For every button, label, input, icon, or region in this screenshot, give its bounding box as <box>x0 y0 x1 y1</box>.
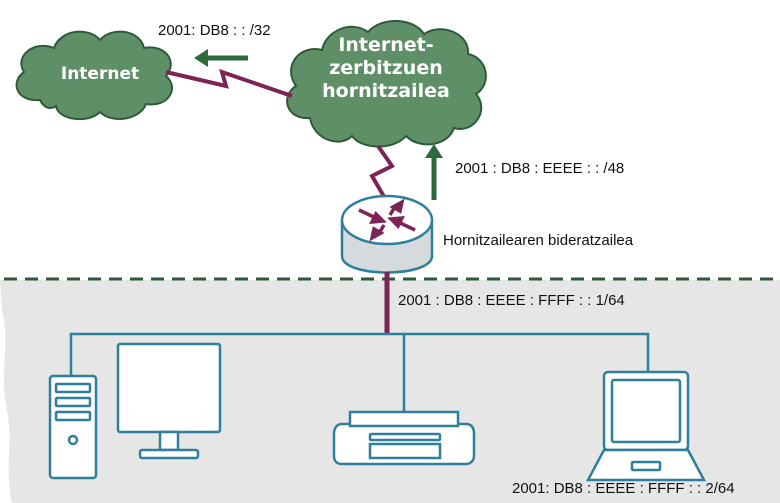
router-icon <box>340 194 434 274</box>
printer-icon <box>332 410 476 466</box>
isp-cloud-line-1: Internet- <box>338 34 434 56</box>
laptop-icon <box>585 370 707 482</box>
router-name-label: Hornitzailearen bideratzailea <box>443 232 634 249</box>
isp-cloud-label: Internet- zerbitzuen hornitzailea <box>300 34 472 104</box>
lan-area <box>0 280 780 503</box>
isp-cloud-line-2: zerbitzuen <box>329 57 443 80</box>
internet-cloud <box>15 30 173 121</box>
internet-cloud-label: Internet <box>60 64 140 84</box>
arrow-icon <box>194 49 248 67</box>
monitor-icon <box>116 342 222 460</box>
cloud-icon <box>15 30 173 121</box>
internet-isp-link <box>165 68 293 98</box>
isp-to-internet-prefix-label: 2001: DB8 : : /32 <box>158 22 271 39</box>
desktop-tower-icon <box>48 374 98 480</box>
isp-router-link <box>369 144 395 202</box>
cloud-icon <box>286 19 487 148</box>
lan-router-address-label: 2001 : DB8 : EEEE : FFFF : : 1/64 <box>398 292 625 309</box>
isp-cloud <box>286 19 487 148</box>
isp-cloud-line-3: hornitzailea <box>322 80 450 103</box>
router-to-isp-prefix-label: 2001 : DB8 : EEEE : : /48 <box>455 160 625 177</box>
arrow-icon <box>425 144 443 200</box>
lan-cabling <box>69 332 650 412</box>
laptop-address-label: 2001: DB8 : EEEE : FFFF : : 2/64 <box>512 480 735 497</box>
